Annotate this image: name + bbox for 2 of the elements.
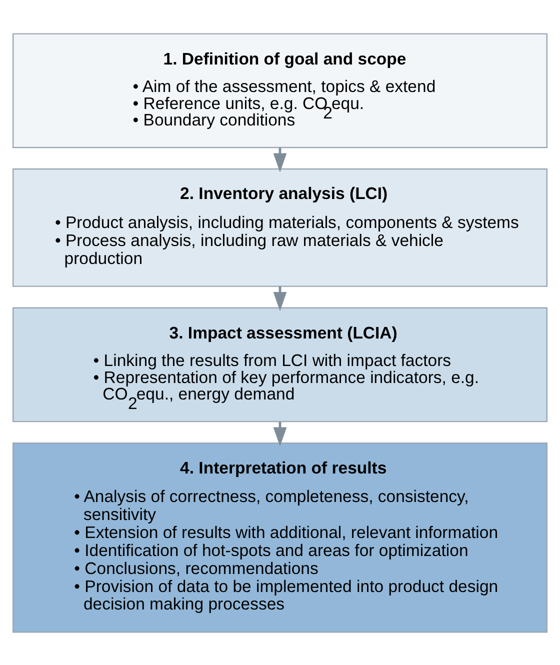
node-box: 4. Interpretation of results • Analysis of correctness, completeness, consistency, sensitivity • Extension of results with additional, relevant information • Identification of hot-spots and areas for optimization • Conclusions, recommendations • Provision of data to be implemented into product design decision making processes [12, 442, 548, 632]
node-box: 2. Inventory analysis (LCI) • Product analysis, including materials, components & systems • Process analysis, including raw materials & vehicle production [12, 168, 548, 286]
